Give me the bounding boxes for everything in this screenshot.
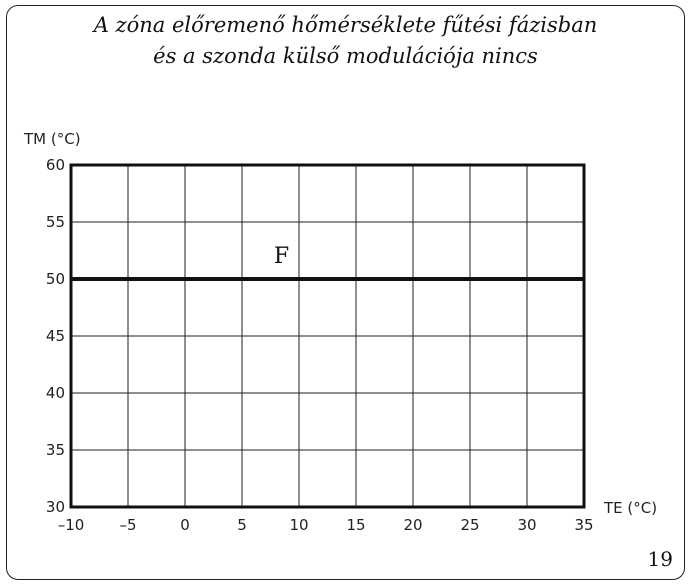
x-tick-label: –10 bbox=[58, 516, 85, 534]
x-tick-label: –5 bbox=[119, 516, 136, 534]
y-tick-label: 45 bbox=[46, 327, 65, 345]
x-tick-label: 20 bbox=[403, 516, 422, 534]
x-tick-label: 0 bbox=[180, 516, 190, 534]
y-tick-label: 50 bbox=[46, 270, 65, 288]
chart-title-line-1: A zóna előremenő hőmérséklete fűtési fáz… bbox=[93, 13, 598, 37]
x-tick-label: 15 bbox=[346, 516, 365, 534]
y-tick-label: 30 bbox=[46, 498, 65, 516]
x-axis-label: TE (°C) bbox=[603, 499, 657, 517]
figure-frame bbox=[6, 5, 685, 580]
y-axis-label: TM (°C) bbox=[23, 130, 81, 148]
x-tick-label: 10 bbox=[289, 516, 308, 534]
chart-title: A zóna előremenő hőmérséklete fűtési fáz… bbox=[6, 10, 685, 72]
x-tick-label: 5 bbox=[237, 516, 247, 534]
page-number: 19 bbox=[647, 547, 673, 571]
y-tick-label: 60 bbox=[46, 156, 65, 174]
chart-title-line-2: és a szonda külső modulációja nincs bbox=[153, 44, 538, 68]
y-tick-label: 40 bbox=[46, 384, 65, 402]
y-tick-label: 55 bbox=[46, 213, 65, 231]
plot-border bbox=[69, 163, 586, 509]
x-tick-label: 25 bbox=[460, 516, 479, 534]
x-tick-label: 35 bbox=[574, 516, 593, 534]
series-label: F bbox=[274, 244, 289, 269]
y-tick-label: 35 bbox=[46, 441, 65, 459]
x-tick-label: 30 bbox=[517, 516, 536, 534]
